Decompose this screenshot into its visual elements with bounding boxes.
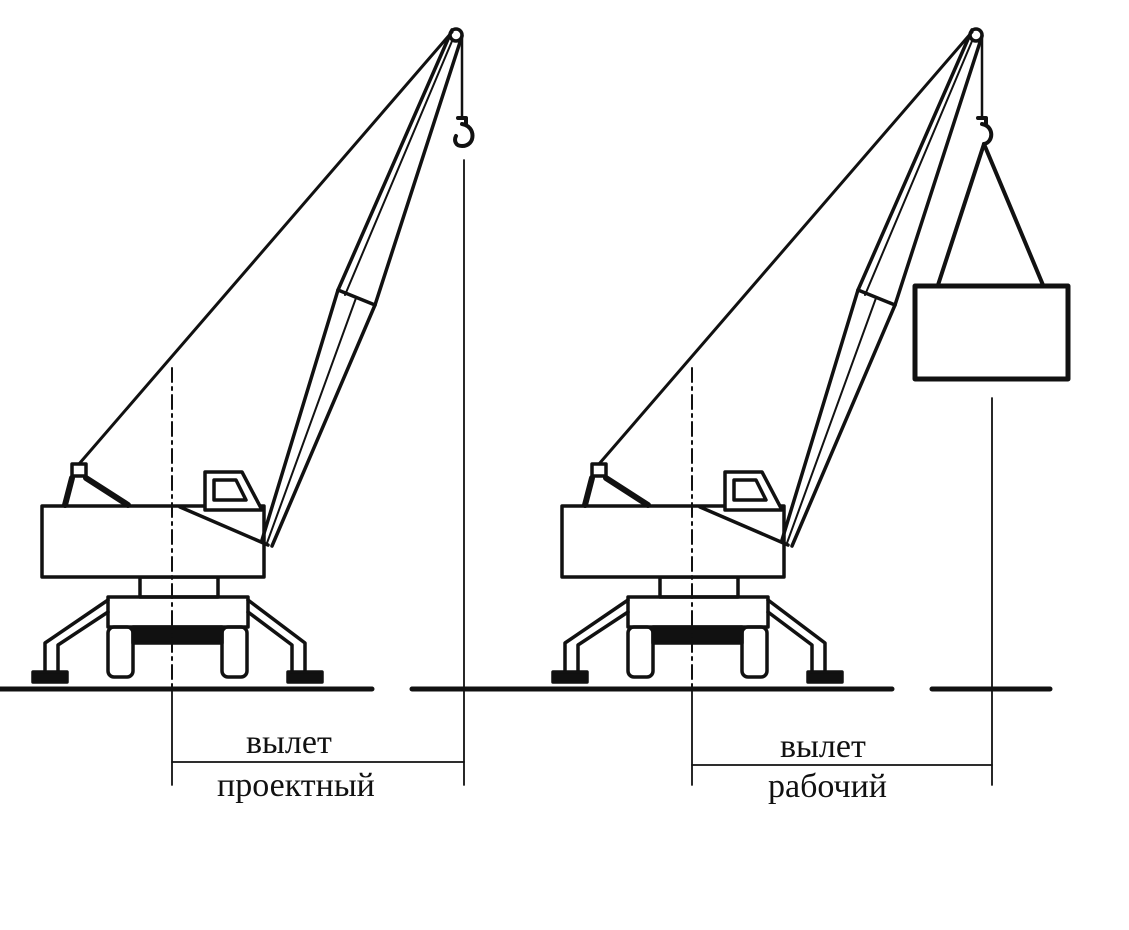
crane-cab-left xyxy=(203,470,264,512)
base-leg-right xyxy=(220,625,249,679)
reach-label-design-line2: проектный xyxy=(217,767,375,804)
cab-brace-left xyxy=(178,505,270,547)
reach-label-working-line2: рабочий xyxy=(768,768,887,805)
crane-base-right xyxy=(551,575,844,684)
base-frame xyxy=(106,595,250,629)
aframe-left xyxy=(62,462,131,508)
base-column xyxy=(138,575,220,599)
sling-left xyxy=(936,142,986,287)
outrigger-left-inner xyxy=(56,610,110,674)
base-leg-left xyxy=(106,625,135,679)
outrigger-left xyxy=(43,598,110,674)
hook-left-icon xyxy=(453,116,475,148)
reach-label-working-line1: вылет xyxy=(780,728,866,765)
pad-left xyxy=(31,670,69,684)
base-track xyxy=(131,625,224,645)
pendant-rope-left xyxy=(77,30,454,466)
boom-right xyxy=(780,27,984,548)
crane-working xyxy=(497,27,1071,786)
boom-left xyxy=(260,27,464,548)
pad-right xyxy=(286,670,324,684)
crane-body-right xyxy=(560,504,786,579)
crane-base-left xyxy=(31,575,324,684)
reach-label-design-line1: вылет xyxy=(246,724,332,761)
hook-right-icon xyxy=(976,116,994,146)
load-box xyxy=(912,283,1071,382)
crane-design xyxy=(0,27,503,786)
outrigger-right-inner xyxy=(246,610,294,674)
outrigger-right xyxy=(246,598,307,674)
sling-right xyxy=(982,142,1045,287)
crane-body-left xyxy=(40,504,266,579)
pendant-rope-right xyxy=(597,30,974,466)
crane-cab-right xyxy=(723,470,784,512)
cab-brace-right xyxy=(698,505,790,547)
aframe-right xyxy=(582,462,651,508)
